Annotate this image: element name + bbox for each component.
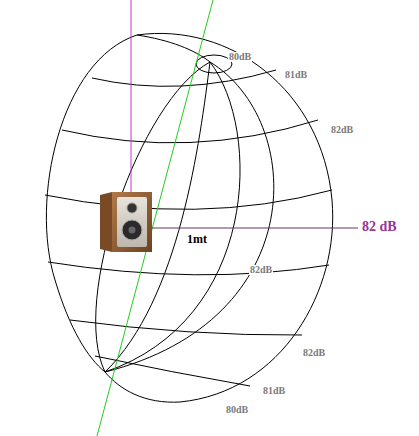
level-label: 82dB: [302, 348, 326, 358]
dome-latitude: [62, 120, 318, 143]
dome-meridian: [105, 62, 274, 372]
dome-latitude: [45, 190, 332, 209]
speaker-side: [100, 192, 112, 252]
reference-level-label: 82 dB: [361, 220, 398, 234]
dome-silhouette: [105, 33, 333, 402]
speaker-body: [112, 192, 152, 252]
level-label: 80dB: [228, 52, 252, 62]
dome-meridian: [137, 35, 210, 62]
dome-cap: [196, 55, 232, 73]
level-label: 82dB: [330, 125, 354, 135]
level-label: 82dB: [249, 265, 273, 275]
level-label: 80dB: [225, 405, 249, 415]
speaker-woofer-cap: [129, 227, 136, 234]
dome-latitude: [70, 320, 302, 335]
dome-latitude: [95, 356, 250, 386]
dome-meridian: [105, 62, 240, 372]
distance-label: 1mt: [186, 233, 208, 245]
level-label: 81dB: [262, 386, 286, 396]
wireframe-dome: [45, 33, 333, 402]
tilted-axis: [97, 0, 213, 436]
level-label: 81dB: [284, 70, 308, 80]
vertical-axis: [131, 0, 132, 195]
speaker-front: [117, 197, 147, 247]
dome-latitude: [48, 262, 329, 275]
speaker-tweeter: [127, 203, 137, 213]
speaker-woofer: [122, 220, 142, 240]
distance-line: [152, 228, 358, 229]
dome-meridian: [105, 62, 210, 372]
dome-latitude: [92, 70, 276, 86]
speaker-icon: [100, 192, 152, 252]
